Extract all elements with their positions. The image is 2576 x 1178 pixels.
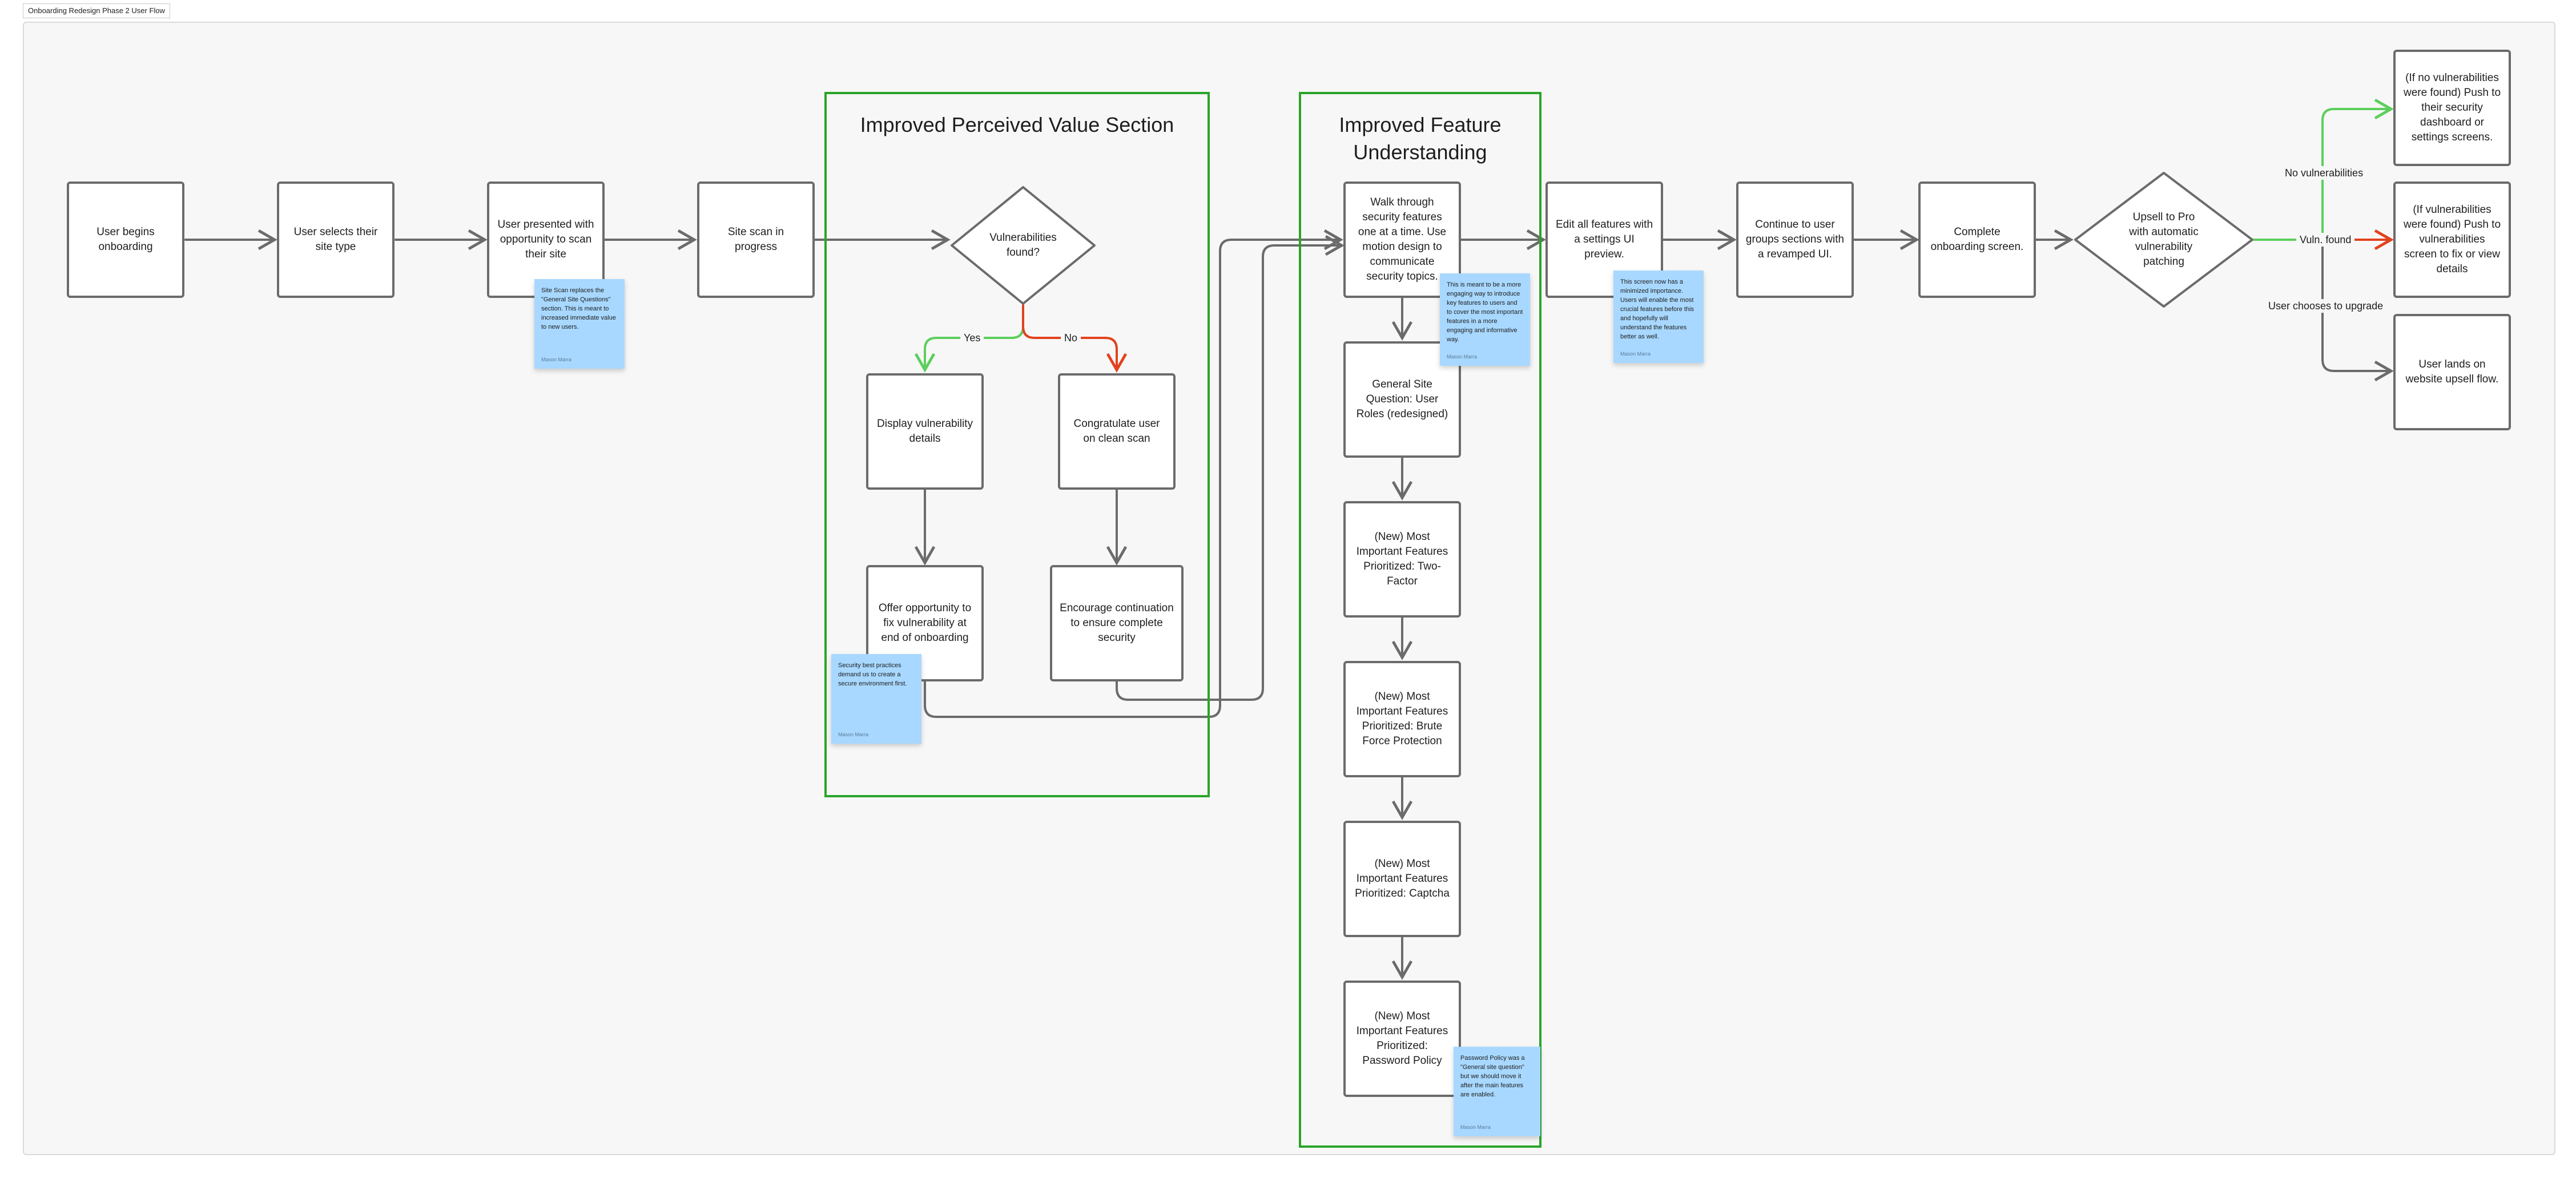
- sticky-note-password-policy-author: Mason Marra: [1460, 1124, 1491, 1130]
- edge-label-no: No: [1061, 331, 1081, 345]
- sticky-note-engaging-intro-author: Mason Marra: [1447, 354, 1478, 360]
- connector-offer-fix-to-walkthrough: [924, 229, 1343, 718]
- sticky-note-engaging-intro[interactable]: This is meant to be a more engaging way …: [1440, 273, 1530, 366]
- sticky-note-security-practices-text: Security best practices demand us to cre…: [838, 662, 907, 687]
- sticky-note-security-practices[interactable]: Security best practices demand us to cre…: [831, 654, 921, 744]
- sticky-note-site-scan-text: Site Scan replaces the "General Site Que…: [541, 287, 616, 330]
- sticky-note-password-policy-text: Password Policy was a "General site ques…: [1460, 1055, 1525, 1098]
- node-display-vulnerability-details[interactable]: Display vulnerability details: [866, 373, 984, 490]
- upsell-diamond-shape: [2074, 172, 2253, 308]
- node-password-policy[interactable]: (New) Most Important Features Prioritize…: [1343, 981, 1461, 1097]
- connector-upgrade-path: [2321, 239, 2394, 382]
- edge-label-no-vulnerabilities: No vulnerabilities: [2281, 166, 2367, 180]
- node-complete-onboarding[interactable]: Complete onboarding screen.: [1918, 181, 2036, 298]
- node-encourage-continuation[interactable]: Encourage continuation to ensure complet…: [1050, 565, 1184, 681]
- decision-vulnerabilities-found-label: Vulnerabilities found?: [989, 232, 1057, 259]
- decision-upsell-to-pro-label: Upsell to Pro with automatic vulnerabili…: [2129, 211, 2199, 268]
- node-user-begins-onboarding[interactable]: User begins onboarding: [67, 181, 184, 298]
- sticky-note-engaging-intro-text: This is meant to be a more engaging way …: [1447, 281, 1523, 343]
- sticky-note-password-policy[interactable]: Password Policy was a "General site ques…: [1454, 1047, 1540, 1136]
- sticky-note-minimized-importance-author: Mason Marra: [1620, 351, 1651, 357]
- decision-diamond-shape: [951, 186, 1096, 305]
- node-site-scan-in-progress[interactable]: Site scan in progress: [697, 181, 815, 298]
- sticky-note-site-scan[interactable]: Site Scan replaces the "General Site Que…: [534, 279, 625, 369]
- connector-encourage-to-walkthrough: [1116, 235, 1345, 701]
- feature-understanding-section-title: Improved Feature Understanding: [1339, 113, 1502, 164]
- sticky-note-minimized-importance[interactable]: This screen now has a minimized importan…: [1613, 271, 1704, 363]
- node-vulnerabilities-push[interactable]: (If vulnerabilities were found) Push to …: [2393, 181, 2511, 298]
- perceived-value-section: Improved Perceived Value Section: [824, 92, 1210, 797]
- node-scan-opportunity[interactable]: User presented with opportunity to scan …: [487, 181, 605, 298]
- perceived-value-section-title: Improved Perceived Value Section: [860, 113, 1174, 136]
- sticky-note-minimized-importance-text: This screen now has a minimized importan…: [1620, 279, 1694, 340]
- sticky-note-security-practices-author: Mason Marra: [838, 732, 869, 737]
- node-captcha[interactable]: (New) Most Important Features Prioritize…: [1343, 821, 1461, 937]
- edge-label-vuln-found: Vuln. found: [2296, 233, 2355, 247]
- connector-no-vulnerabilities-path: [2253, 98, 2394, 241]
- node-website-upsell-flow[interactable]: User lands on website upsell flow.: [2393, 314, 2511, 430]
- node-brute-force-protection[interactable]: (New) Most Important Features Prioritize…: [1343, 661, 1461, 777]
- node-two-factor[interactable]: (New) Most Important Features Prioritize…: [1343, 501, 1461, 618]
- decision-vulnerabilities-found[interactable]: Vulnerabilities found?: [950, 185, 1096, 305]
- sticky-note-site-scan-author: Mason Marra: [541, 357, 572, 362]
- feature-understanding-section: Improved Feature Understanding: [1299, 92, 1541, 1148]
- node-congratulate-clean-scan[interactable]: Congratulate user on clean scan: [1058, 373, 1176, 490]
- node-user-selects-site-type[interactable]: User selects their site type: [277, 181, 395, 298]
- document-title[interactable]: Onboarding Redesign Phase 2 User Flow: [23, 3, 170, 18]
- edge-label-yes: Yes: [960, 331, 984, 345]
- decision-upsell-to-pro[interactable]: Upsell to Pro with automatic vulnerabili…: [2074, 171, 2254, 308]
- node-no-vulnerabilities-push[interactable]: (If no vulnerabilities were found) Push …: [2393, 50, 2511, 166]
- node-user-groups-revamped[interactable]: Continue to user groups sections with a …: [1736, 181, 1854, 298]
- edge-label-user-chooses-upgrade: User chooses to upgrade: [2265, 299, 2387, 313]
